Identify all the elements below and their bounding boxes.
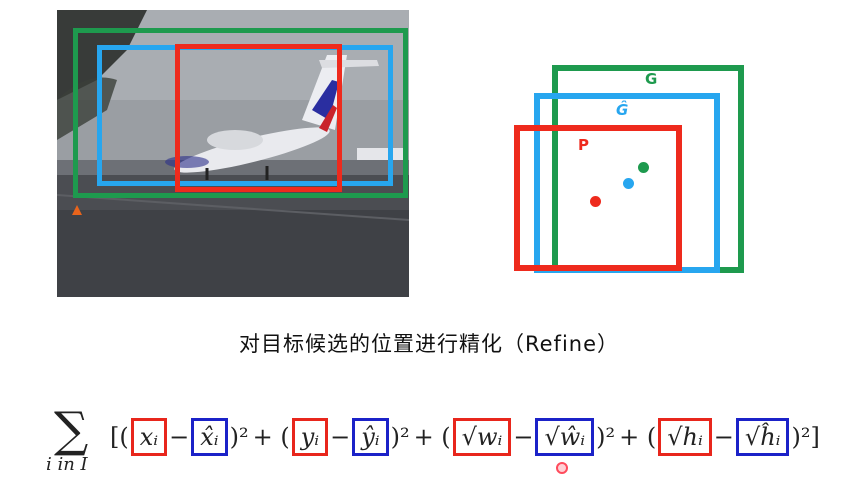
caption: 对目标候选的位置进行精化（Refine） [238,332,620,356]
label-g: G [645,70,658,88]
ground-truth-box [73,28,408,198]
close-sq-y: )² [390,423,410,451]
term-h: √hᵢ [658,418,712,456]
close-sq-x: )² [229,423,249,451]
center-dot-g-hat [623,178,634,189]
plus-y: + ( [252,423,290,451]
minus-w: − [513,423,534,451]
box-schematic: G Ĝ P [500,55,760,285]
center-dot-g [638,162,649,173]
minus-h: − [713,423,734,451]
mouse-cursor-indicator [556,462,568,474]
close-end: )²] [791,423,820,451]
plus-w: + ( [413,423,451,451]
minus-y: − [330,423,351,451]
term-w: √wᵢ [452,418,512,456]
label-g-hat: Ĝ [616,101,629,119]
minus-x: − [169,423,190,451]
term-h-hat: √ĥᵢ [735,418,790,456]
term-y: yᵢ [291,418,329,456]
term-y-hat: ŷᵢ [352,418,389,456]
sum-subscript: i in I [46,454,88,475]
proposal-box-p [514,125,682,271]
airplane-photo [57,10,409,297]
term-w-hat: √ŵᵢ [535,418,595,456]
loss-formula: ∑ i in I [( xᵢ − x̂ᵢ )² + ( yᵢ − ŷᵢ )² +… [40,402,840,482]
formula-expression: [( xᵢ − x̂ᵢ )² + ( yᵢ − ŷᵢ )² + ( √wᵢ − … [108,418,822,456]
sum-symbol: ∑ [54,402,89,458]
term-x-hat: x̂ᵢ [191,418,228,456]
label-p: P [578,136,589,154]
plus-h: + ( [619,423,657,451]
center-dot-p [590,196,601,207]
close-sq-w: )² [596,423,616,451]
proposal-box [175,44,342,192]
term-x: xᵢ [130,418,168,456]
open-bracket: [( [110,423,129,451]
